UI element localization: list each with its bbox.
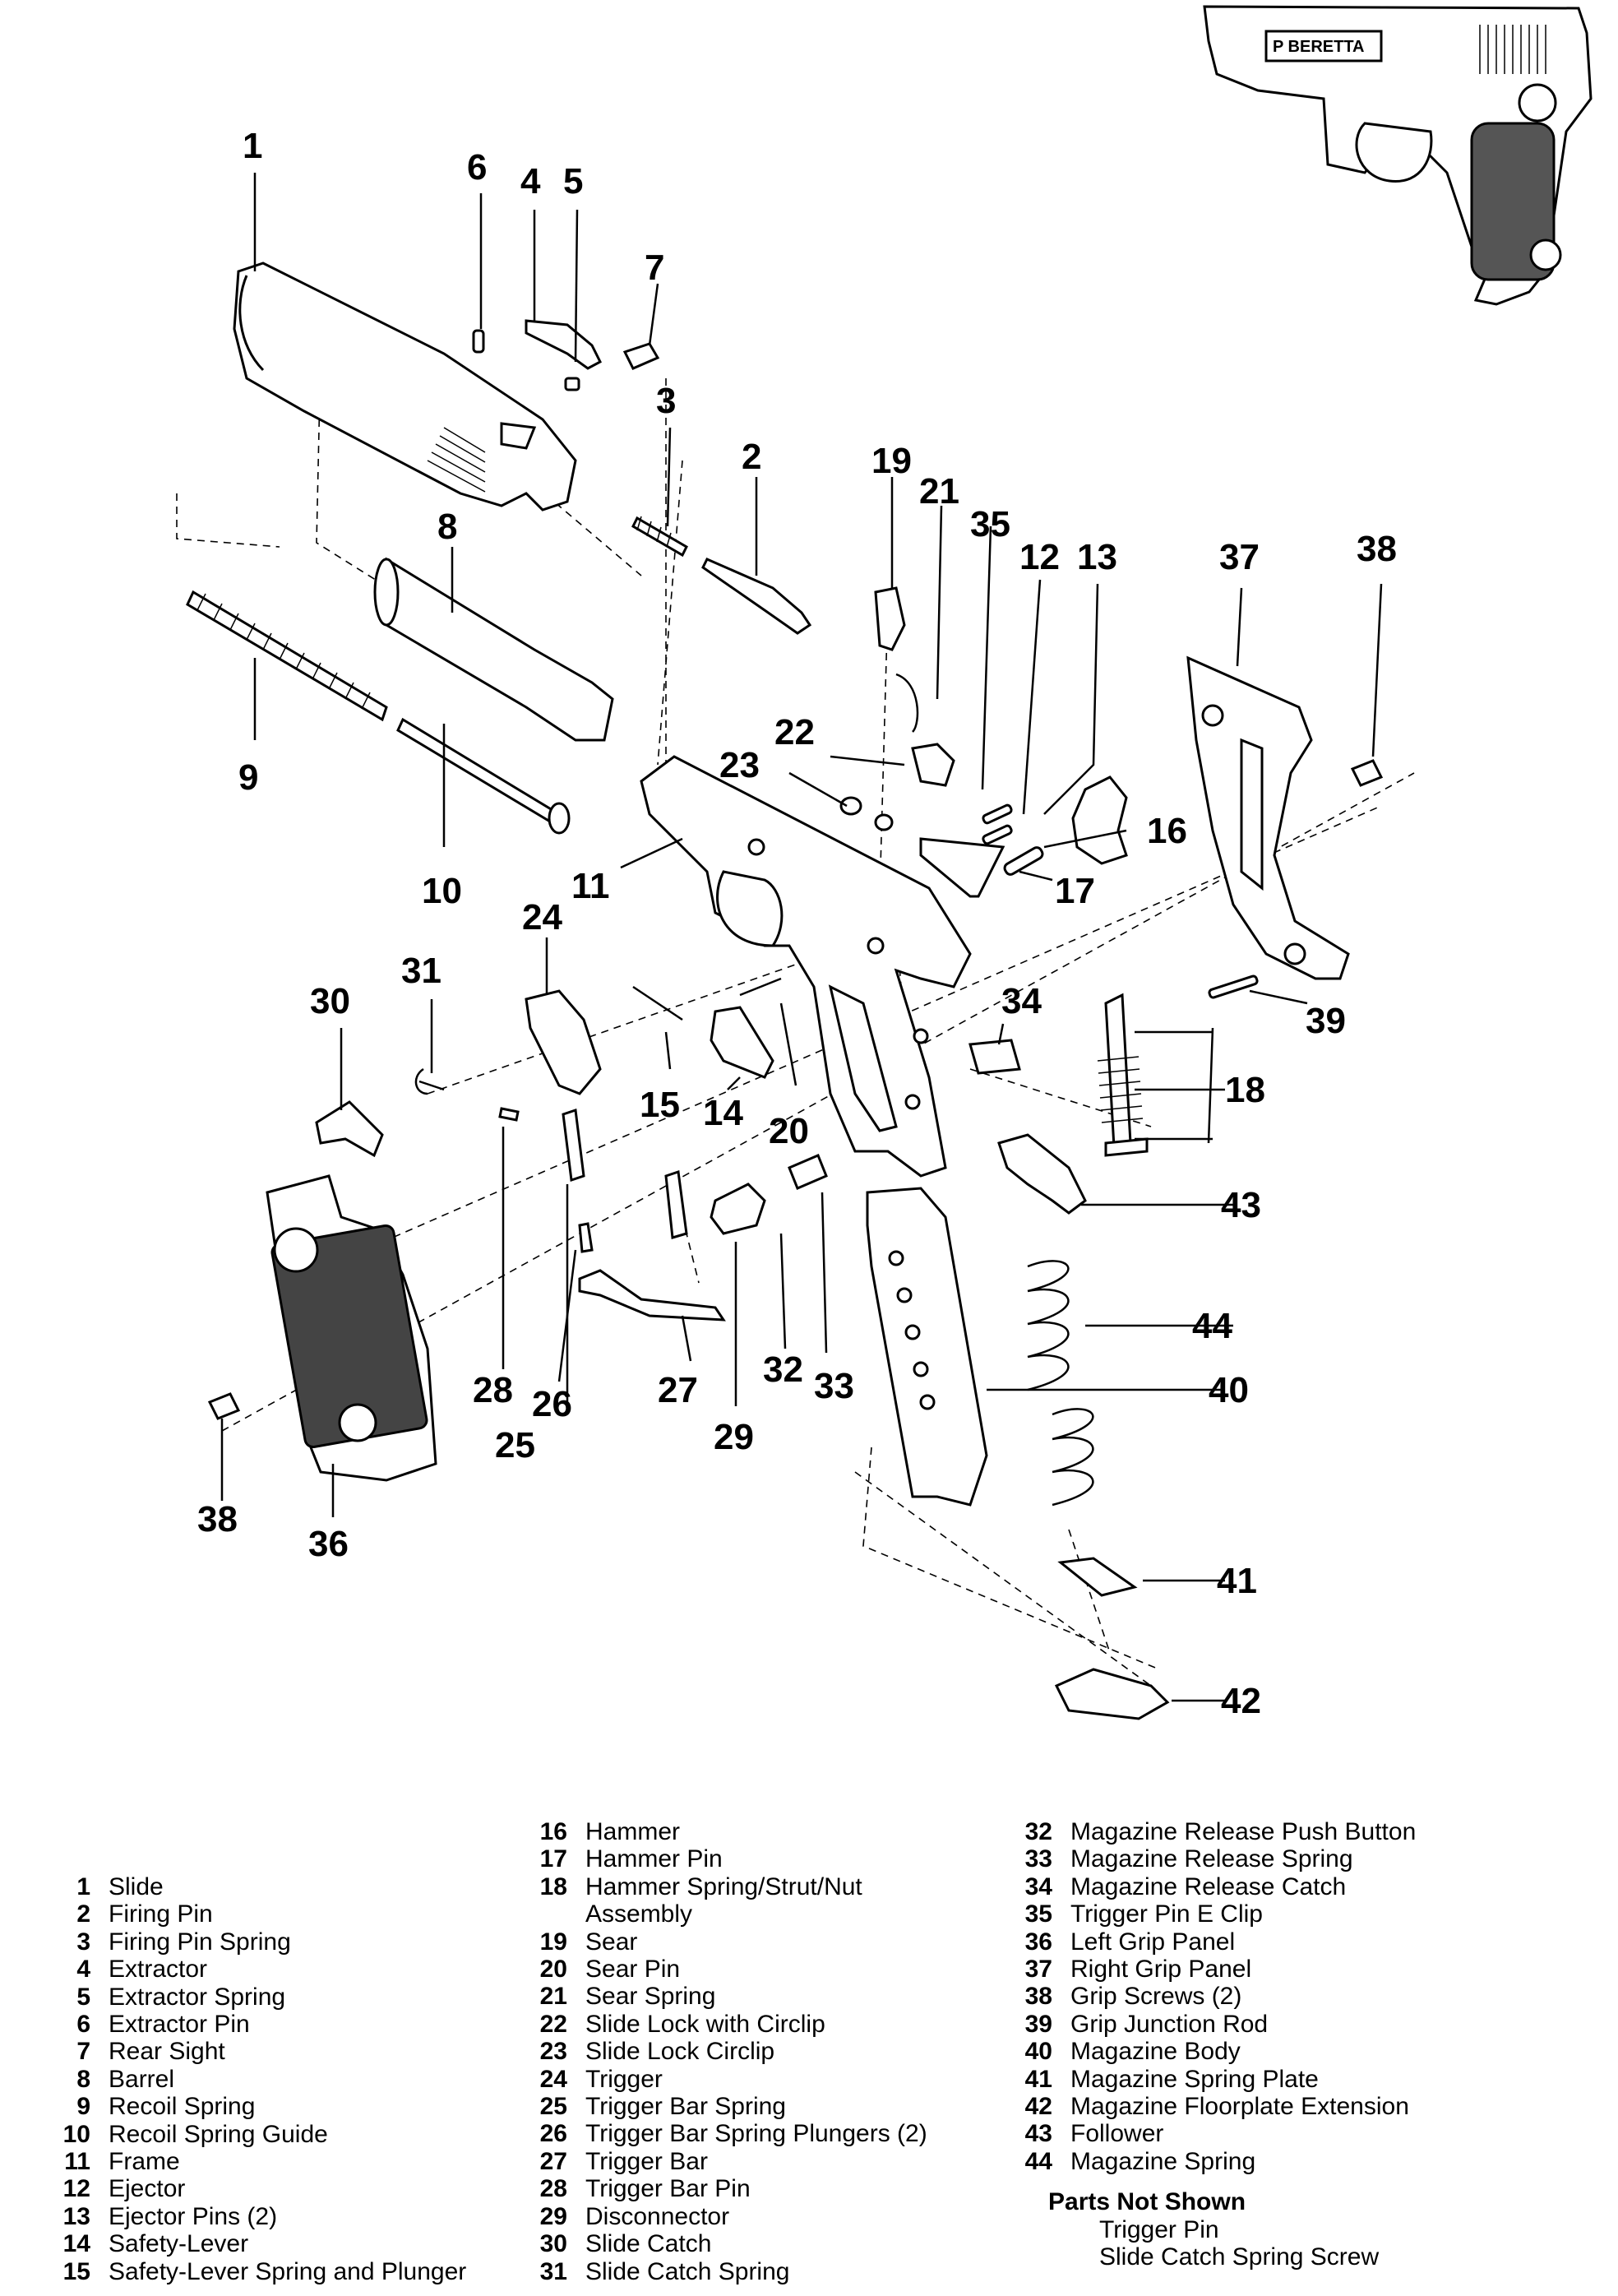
callout-17: 17 [1055,871,1095,911]
callout-28: 28 [473,1370,513,1410]
callout-7: 7 [645,248,664,288]
callout-27: 27 [658,1370,698,1410]
part-hammer-pin [1003,846,1044,876]
callout-39: 39 [1306,1001,1346,1041]
part-sear [874,586,906,651]
part-safety-lever-spring [632,985,683,1021]
part-rear-sight [622,342,660,370]
part-grip-screw-left [207,1392,241,1420]
part-slide-catch-spring [414,1067,445,1095]
part-ejector-pin-a [982,803,1013,825]
callout-37: 37 [1219,537,1260,577]
callout-40: 40 [1209,1370,1249,1410]
part-extractor [525,319,602,370]
part-left-grip-panel [266,1174,437,1482]
part-firing-pin-spring [631,516,688,558]
callout-21: 21 [919,471,959,512]
callout-6: 6 [467,147,487,187]
callout-8: 8 [437,507,457,547]
part-recoil-spring-guide [396,717,571,835]
part-magazine-floorplate [1054,1668,1170,1720]
callout-29: 29 [714,1417,754,1457]
part-slide [233,262,577,512]
callout-35: 35 [970,504,1010,544]
part-extractor-pin [472,329,485,354]
part-recoil-spring [186,590,388,722]
callout-3: 3 [656,381,676,421]
callout-43: 43 [1221,1185,1261,1225]
part-trigger-bar-spring-plunger [578,1222,594,1253]
callout-42: 42 [1221,1681,1261,1721]
part-ejector [919,837,1005,898]
callout-34: 34 [1001,981,1042,1021]
part-trigger-bar [578,1269,726,1322]
callout-18: 18 [1225,1070,1265,1110]
part-magazine-body [866,1187,988,1507]
callout-44: 44 [1192,1306,1232,1346]
part-hammer [1071,775,1128,865]
part-trigger [525,989,602,1095]
callout-1: 1 [243,126,262,166]
callout-22: 22 [774,712,815,752]
part-hammer-spring-assembly [1097,993,1149,1157]
callout-16: 16 [1147,811,1187,851]
part-trigger-bar-pin [498,1107,520,1122]
callout-23: 23 [719,745,760,785]
callout-14: 14 [703,1093,743,1133]
callout-4: 4 [520,161,541,201]
callout-26: 26 [532,1384,572,1424]
part-magazine-release-button [710,1183,766,1235]
callout-2: 2 [742,437,761,477]
part-grip-junction-rod [1208,974,1259,999]
inset-grip [1470,122,1556,281]
part-magazine-release-spring [788,1154,828,1190]
callout-38-left: 38 [197,1499,238,1539]
part-extractor-spring [564,377,580,391]
callout-12: 12 [1019,537,1060,577]
callout-9: 9 [238,757,258,798]
callout-5: 5 [563,161,583,201]
callout-31: 31 [401,951,441,991]
part-sear-spring [895,673,919,733]
callout-numbers: 1 2 3 4 5 6 7 8 9 10 11 12 13 14 15 16 1… [197,126,1397,1721]
part-disconnector [664,1170,688,1239]
part-safety-lever [710,1006,774,1079]
callout-20: 20 [769,1111,809,1151]
callout-11: 11 [571,866,610,906]
part-follower [997,1133,1087,1215]
part-sear-pin [739,977,782,997]
callout-30: 30 [310,981,350,1021]
callout-10: 10 [422,871,462,911]
callout-32: 32 [763,1349,803,1390]
callout-13: 13 [1077,537,1117,577]
part-firing-pin [701,558,812,635]
part-right-grip-panel [1186,655,1350,980]
callout-36: 36 [308,1524,349,1564]
part-barrel [373,557,614,742]
leader-lines [220,173,1383,1702]
part-trigger-bar-spring [562,1108,585,1183]
callout-24: 24 [522,897,562,937]
part-trigger-pin-e-clip [874,813,894,831]
inset-pistol-drawing: P BERETTA [1203,5,1593,306]
inset-brand-engraving: P BERETTA [1273,38,1365,56]
callout-38-right: 38 [1357,529,1397,569]
callout-33: 33 [814,1366,854,1406]
part-magazine-release-catch [968,1039,1021,1075]
part-magazine-spring [1027,1260,1094,1507]
part-grip-screw-right [1350,759,1384,787]
part-slide-catch [315,1100,384,1158]
callout-25: 25 [495,1425,535,1465]
part-magazine-spring-plate [1057,1557,1138,1597]
part-ejector-pin-b [982,824,1013,845]
part-slide-lock-circlip [839,796,862,816]
part-slide-lock [911,743,955,787]
callout-15: 15 [640,1085,680,1125]
callout-41: 41 [1217,1561,1257,1601]
part-frame [640,755,972,1178]
callout-19: 19 [871,441,912,481]
